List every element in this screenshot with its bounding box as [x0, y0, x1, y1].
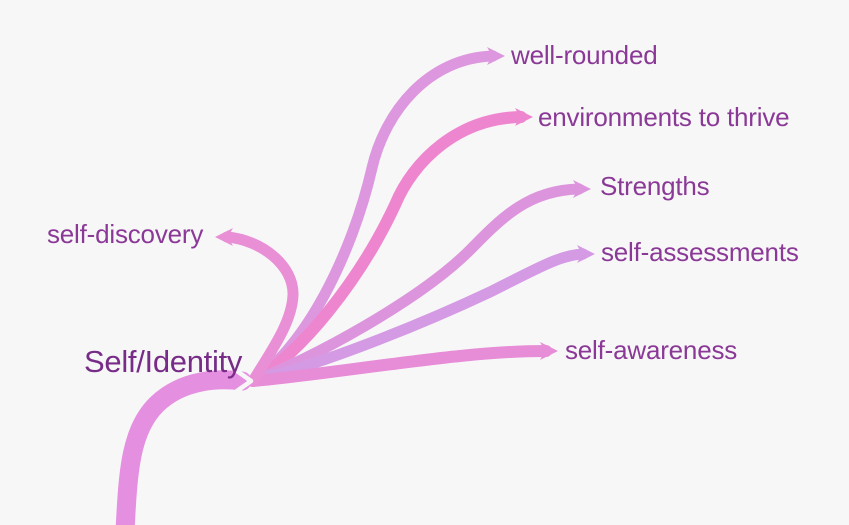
branch-arrow-tip-icon	[487, 47, 505, 65]
branch-arrow-tip-icon	[577, 245, 595, 263]
branch-self-awareness[interactable]	[247, 342, 558, 387]
branch-path[interactable]	[247, 248, 589, 387]
branch-arrow-tip-icon	[215, 228, 233, 246]
junction-chevron-icon	[234, 368, 254, 394]
node-label-self-discovery[interactable]: self-discovery	[47, 219, 204, 249]
node-label-self-awareness[interactable]: self-awareness	[565, 335, 737, 365]
trunk-branch[interactable]	[115, 368, 254, 525]
root-node-label[interactable]: Self/Identity	[84, 344, 243, 379]
branch-path[interactable]	[247, 183, 585, 387]
branch-path[interactable]	[247, 345, 552, 387]
trunk-path[interactable]	[115, 370, 252, 525]
branch-strengths[interactable]	[247, 180, 591, 387]
branch-self-assessments[interactable]	[247, 245, 595, 387]
branch-path[interactable]	[247, 50, 499, 387]
node-label-strengths[interactable]: Strengths	[600, 171, 710, 201]
branch-path[interactable]	[221, 231, 299, 387]
branch-arrow-tip-icon	[573, 180, 591, 198]
branch-well-rounded[interactable]	[247, 47, 505, 387]
node-label-environments-to-thrive[interactable]: environments to thrive	[538, 102, 790, 132]
branch-arrow-tip-icon	[540, 342, 558, 360]
branch-path[interactable]	[247, 111, 527, 387]
node-label-self-assessments[interactable]: self-assessments	[601, 237, 799, 267]
branch-self-discovery[interactable]	[215, 228, 299, 387]
branch-environments-to-thrive[interactable]	[247, 108, 533, 387]
node-label-well-rounded[interactable]: well-rounded	[510, 40, 658, 70]
branch-arrow-tip-icon	[515, 108, 533, 126]
